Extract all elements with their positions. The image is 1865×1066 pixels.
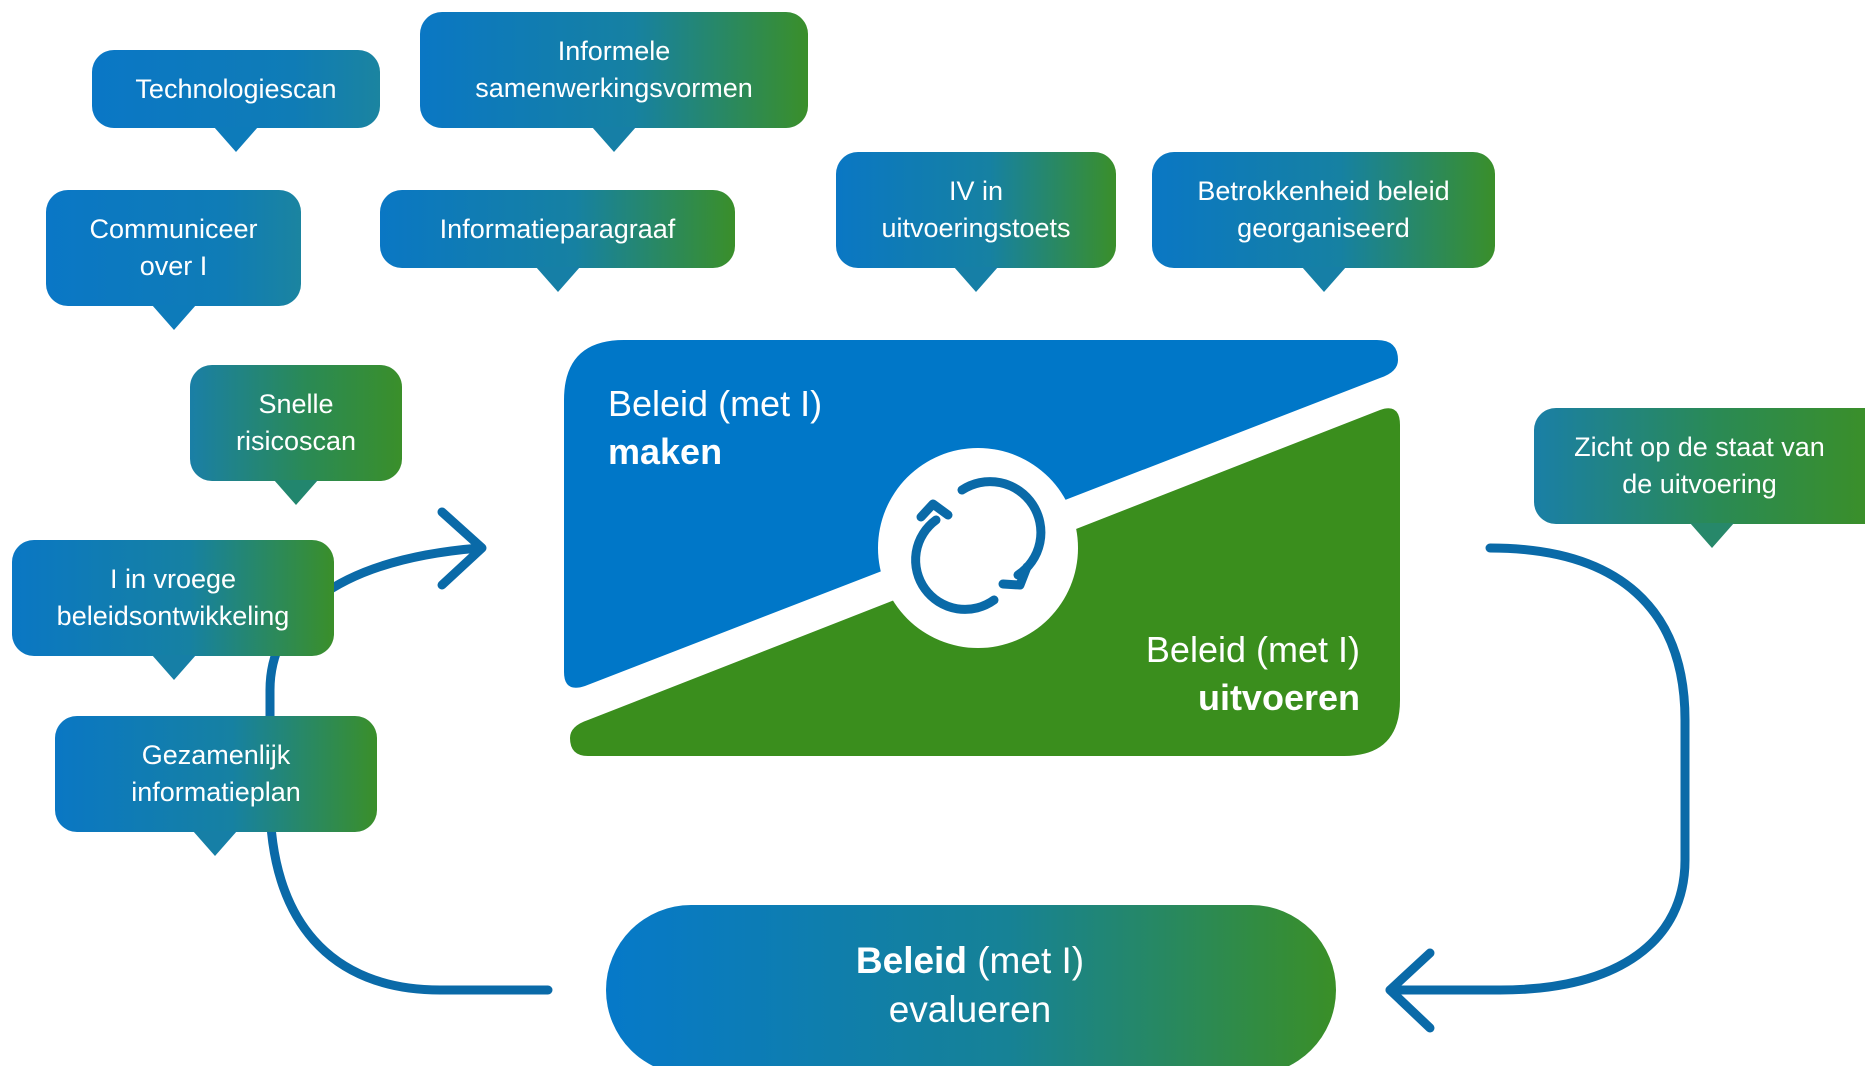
evaluate-bold: Beleid xyxy=(855,940,967,981)
bubble-snelle-label: Snelle risicoscan xyxy=(235,389,357,456)
bubble-tail xyxy=(592,127,636,152)
bubble-tail xyxy=(536,267,580,292)
bubble-informele-label: Informele samenwerkingsvormen xyxy=(475,36,753,103)
bubble-gezamenlijk-label: Gezamenlijk informatieplan xyxy=(131,740,301,807)
bubble-tail xyxy=(274,480,318,505)
bubble-vroege-label: I in vroege beleidsontwikkeling xyxy=(56,564,290,631)
evaluate-label: Beleid (met I) evalueren xyxy=(610,936,1330,1034)
bubble-zicht-op-staat-uitvoering: Zicht op de staat van de uitvoering xyxy=(1534,408,1865,548)
bubble-technologiescan-label: Technologiescan xyxy=(135,73,337,104)
bubble-informatieparagraaf-label: Informatieparagraaf xyxy=(439,213,676,244)
make-line2: maken xyxy=(608,431,723,472)
bubble-iv-in-uitvoeringstoets: IV in uitvoeringstoets xyxy=(836,152,1116,292)
bubble-tail xyxy=(954,267,998,292)
bubble-snelle-risicoscan: Snelle risicoscan xyxy=(190,365,402,505)
left-arrowhead xyxy=(437,507,487,590)
bubble-zicht-label: Zicht op de staat van de uitvoering xyxy=(1574,432,1825,499)
bubble-communiceer-over-i: Communiceer over I xyxy=(46,190,301,330)
bubble-betrokkenheid-beleid: Betrokkenheid beleid georganiseerd xyxy=(1152,152,1495,292)
bubble-i-in-vroege-beleidsontwikkeling: I in vroege beleidsontwikkeling xyxy=(12,540,334,680)
bubble-tail xyxy=(1690,523,1734,548)
right-arrowhead xyxy=(1385,948,1435,1033)
bubble-communiceer-label: Communiceer over I xyxy=(89,214,258,281)
bubble-tail xyxy=(152,655,196,680)
bubble-informatieparagraaf: Informatieparagraaf xyxy=(380,190,735,292)
bubble-betrokkenheid-label: Betrokkenheid beleid georganiseerd xyxy=(1197,176,1450,243)
execute-label: Beleid (met I) uitvoeren xyxy=(1030,626,1360,722)
cycle-circle xyxy=(878,448,1078,648)
bubble-tail xyxy=(214,127,258,152)
bubble-iv-label: IV in uitvoeringstoets xyxy=(881,176,1071,243)
bubble-technologiescan: Technologiescan xyxy=(92,50,380,152)
evaluate-pill xyxy=(606,905,1336,1066)
refresh-cycle-icon xyxy=(911,477,1046,614)
execute-line1: Beleid (met I) xyxy=(1145,629,1360,670)
evaluate-line2: evalueren xyxy=(888,989,1052,1030)
bubble-tail xyxy=(152,305,196,330)
make-label: Beleid (met I) maken xyxy=(608,380,822,476)
bubble-tail xyxy=(1302,267,1346,292)
bubble-informele-samenwerkingsvormen: Informele samenwerkingsvormen xyxy=(420,12,808,152)
right-cycle-arrow xyxy=(1385,543,1690,995)
evaluate-rest: (met I) xyxy=(966,940,1085,981)
execute-line2: uitvoeren xyxy=(1197,677,1360,718)
make-line1: Beleid (met I) xyxy=(608,383,823,424)
bubble-gezamenlijk-informatieplan: Gezamenlijk informatieplan xyxy=(55,716,377,856)
bubble-tail xyxy=(193,831,237,856)
